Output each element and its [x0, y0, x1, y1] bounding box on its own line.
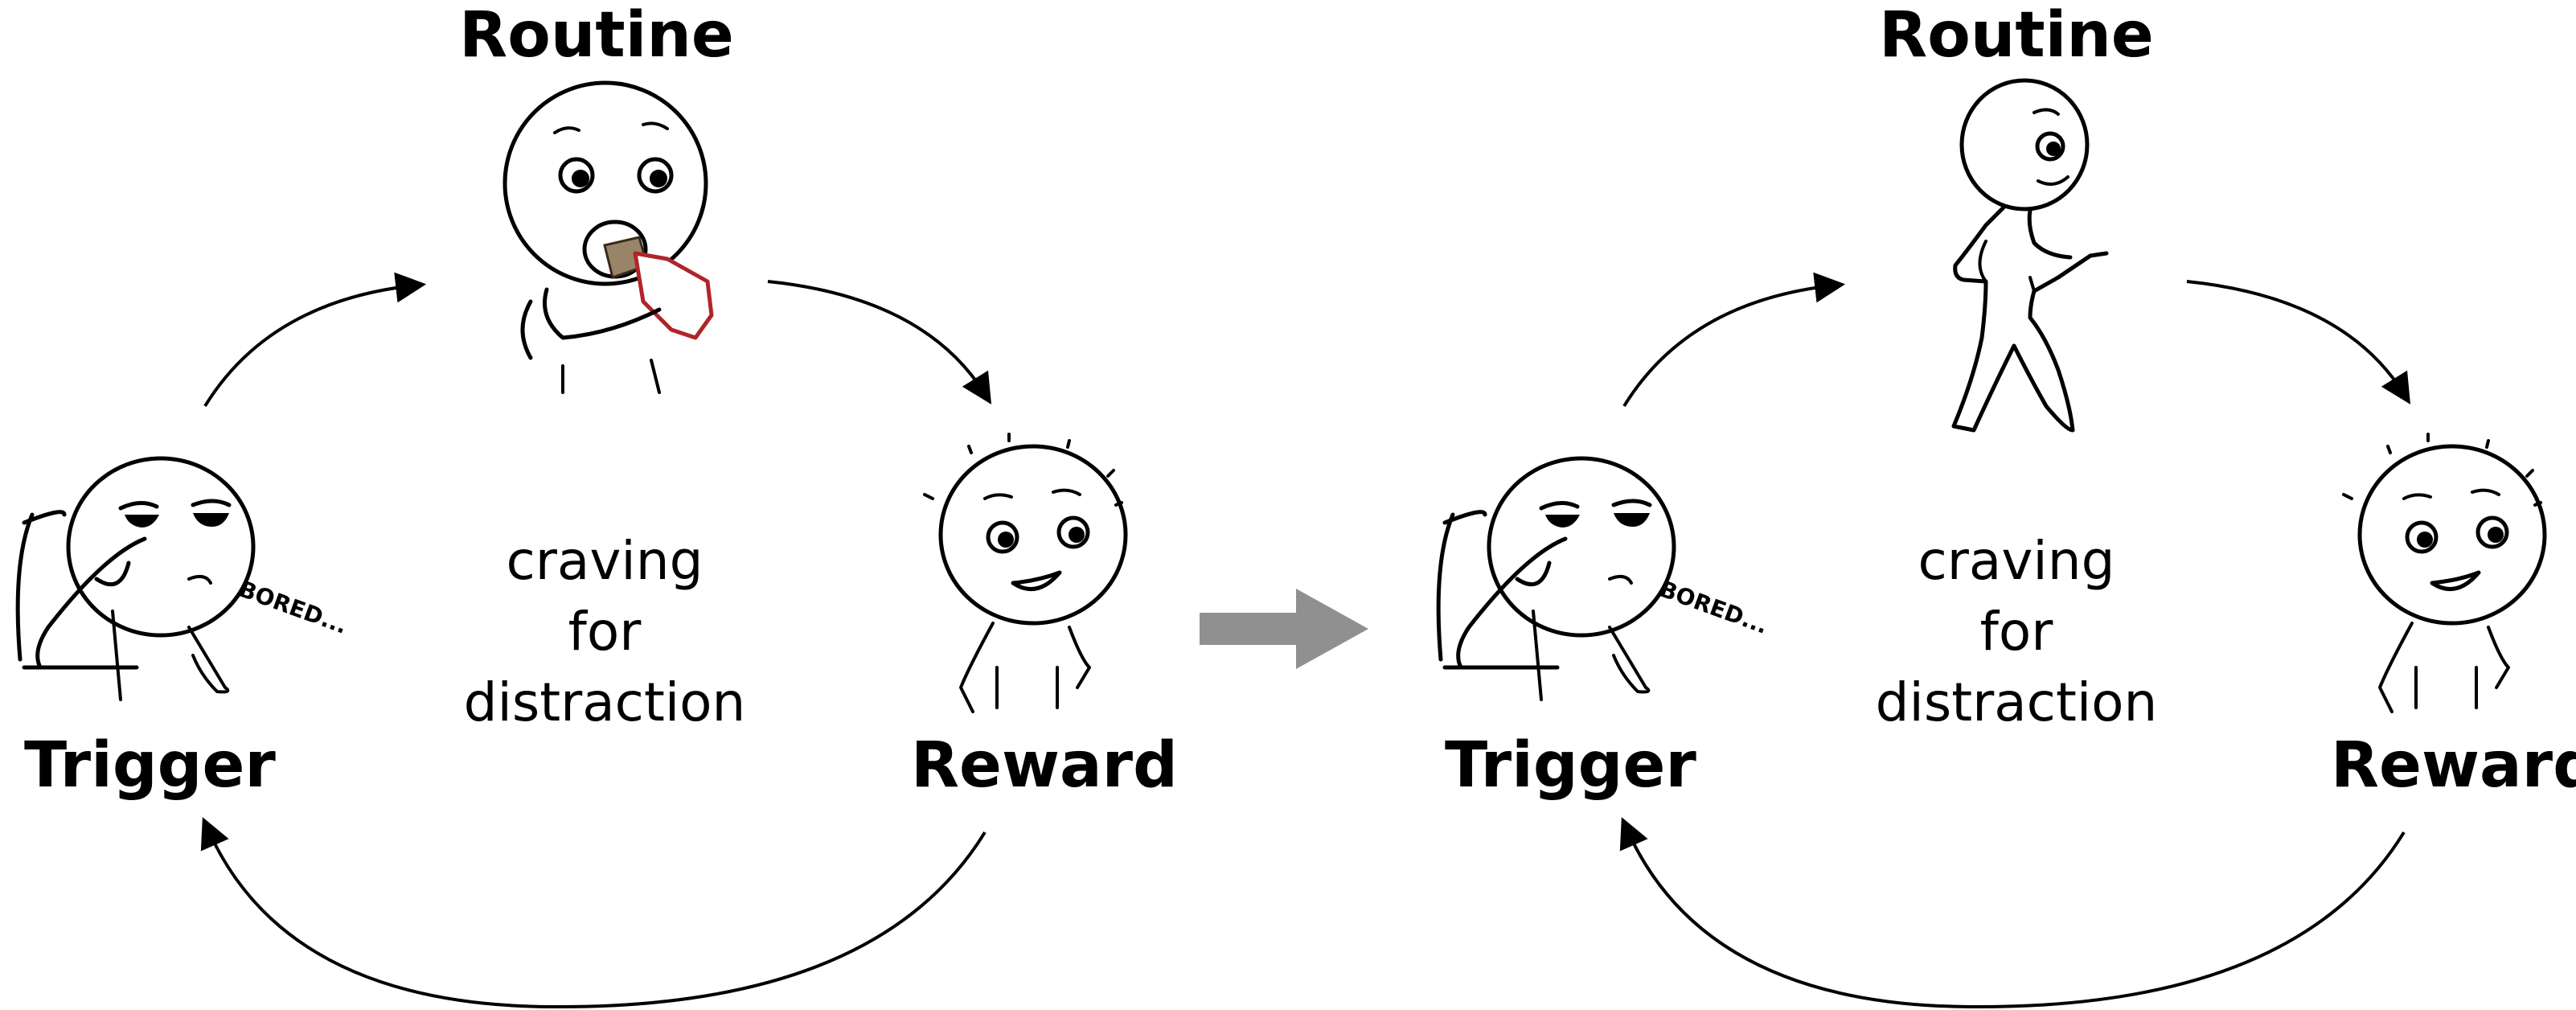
trigger-figure-bored: BORED...: [15, 456, 351, 701]
transition-arrow: [1200, 589, 1368, 669]
trigger-figure-bored: BORED...: [1436, 456, 1772, 701]
routine-figure-eating: [502, 80, 714, 394]
routine-label: Routine: [1879, 0, 2154, 72]
craving-line-1: craving: [507, 530, 703, 592]
arrow-routine-to-reward: [767, 280, 992, 404]
arrow-reward-to-trigger: [200, 817, 987, 1009]
craving-line-3: distraction: [1876, 671, 2158, 733]
craving-line-2: for: [1980, 601, 2054, 663]
reward-label: Reward: [2331, 729, 2576, 802]
routine-label: Routine: [459, 0, 734, 72]
craving-line-3: distraction: [464, 671, 746, 733]
arrow-reward-to-trigger: [1619, 817, 2406, 1009]
trigger-label: Trigger: [24, 729, 276, 802]
craving-line-1: craving: [1918, 530, 2115, 592]
reward-figure-happy: [923, 433, 1128, 713]
bored-note: BORED...: [236, 576, 351, 639]
trigger-label: Trigger: [1445, 729, 1696, 802]
craving-line-2: for: [568, 601, 642, 663]
reward-label: Reward: [911, 729, 1178, 802]
arrow-trigger-to-routine: [203, 272, 427, 408]
routine-figure-walking: [1951, 78, 2109, 433]
arrow-routine-to-reward: [2186, 280, 2411, 404]
loop-after: Routine Trigger Reward craving for distr…: [1436, 0, 2576, 1009]
loop-before: Routine Trigger Reward craving for distr…: [15, 0, 1178, 1009]
reward-figure-happy: [2342, 433, 2547, 713]
bored-note: BORED...: [1656, 576, 1772, 639]
arrow-trigger-to-routine: [1622, 272, 1846, 408]
